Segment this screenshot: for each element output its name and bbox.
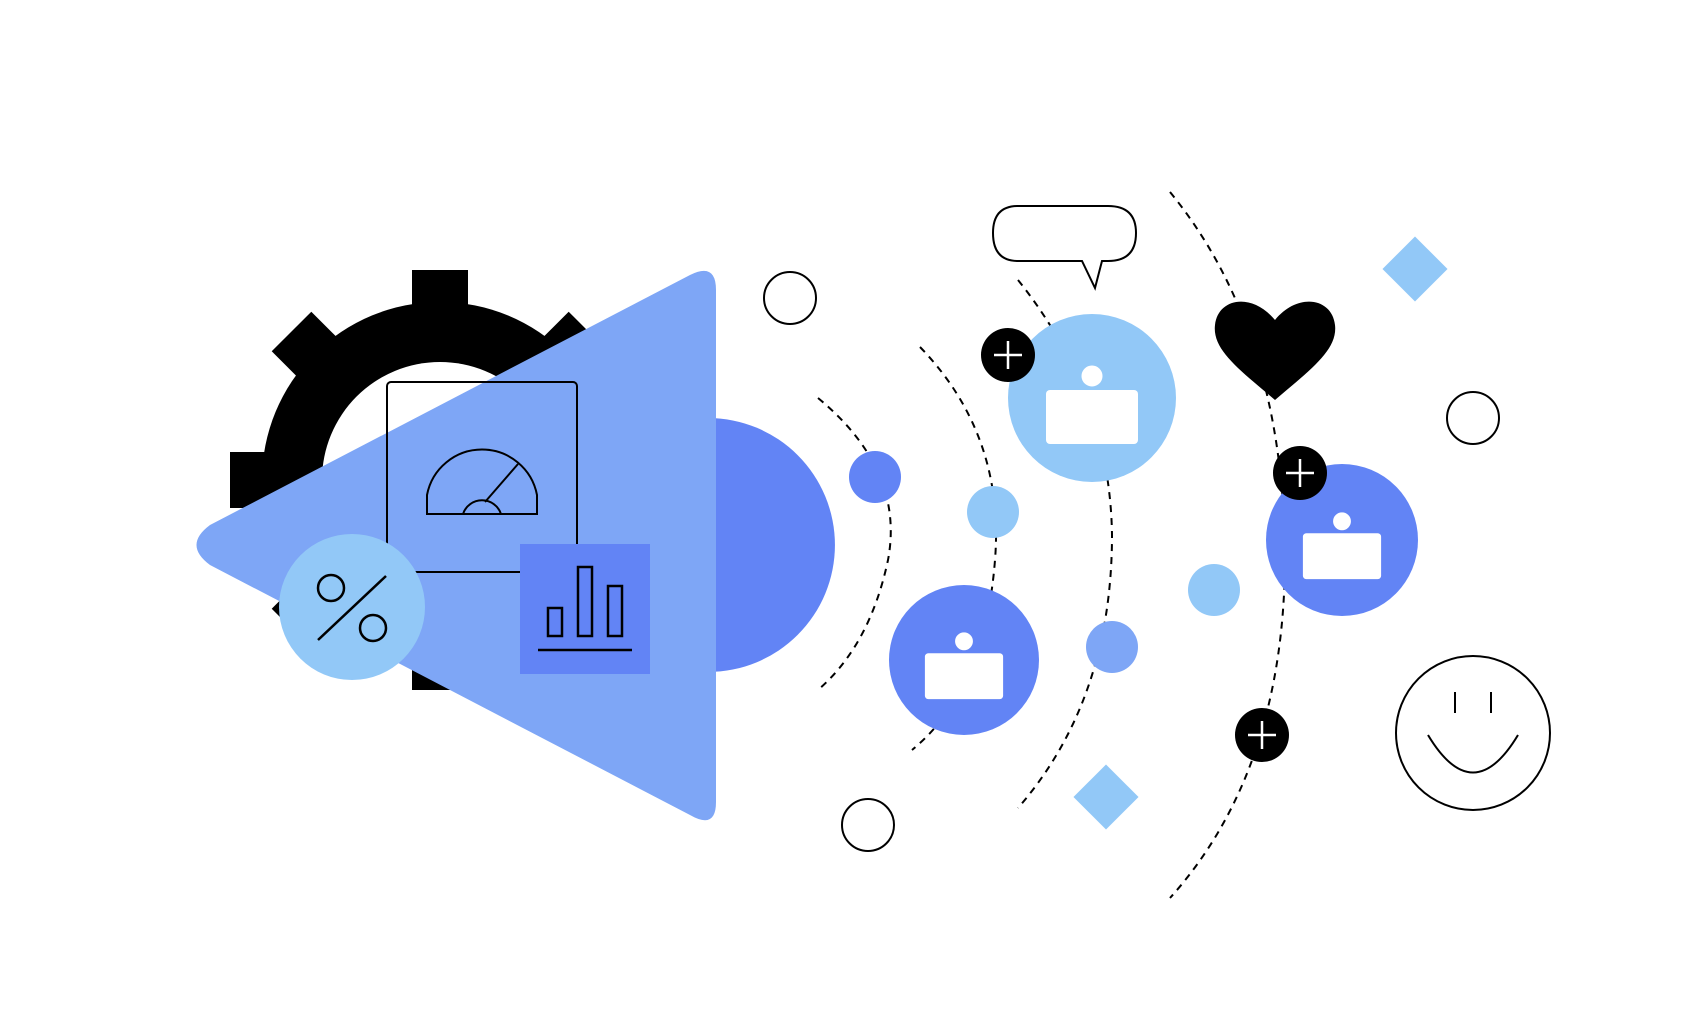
user-icon (889, 585, 1039, 735)
wave-dot (1188, 564, 1240, 616)
megaphone-triangle (196, 270, 716, 821)
wave-dot (967, 486, 1019, 538)
wave-dot (849, 451, 901, 503)
add-icon (981, 328, 1035, 382)
circle-outline (1446, 391, 1500, 445)
bar-chart-icon (520, 544, 650, 674)
percent-icon (279, 534, 425, 680)
diamond-shape (1073, 764, 1139, 830)
user-icon (1008, 314, 1176, 482)
signal-waves (817, 191, 1287, 899)
add-icon (1273, 446, 1327, 500)
speech-bubble-icon (991, 205, 1138, 291)
add-icon (1235, 708, 1289, 762)
gauge-document-icon (386, 381, 578, 573)
diamond-shape (1382, 236, 1448, 302)
circle-outline (841, 798, 895, 852)
wave-dot (1086, 621, 1138, 673)
circle-outline (763, 271, 817, 325)
megaphone-bell (708, 418, 835, 672)
heart-icon (1214, 301, 1336, 400)
smiley-icon (1395, 655, 1551, 811)
user-icon (1266, 464, 1418, 616)
